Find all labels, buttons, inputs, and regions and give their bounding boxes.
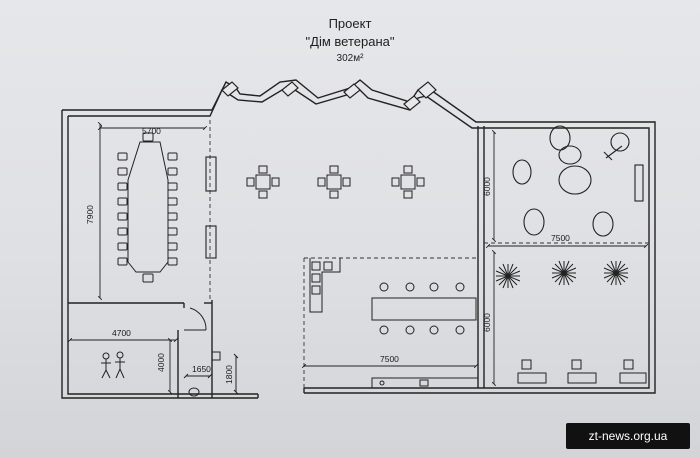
conference-table	[117, 132, 178, 283]
project-area: 302м²	[336, 53, 364, 64]
cafe-table-1	[246, 165, 280, 199]
desks	[517, 359, 647, 384]
cafe-tables	[246, 165, 425, 199]
cafe-table-3	[391, 165, 425, 199]
dim-lower-height: 4000	[156, 353, 166, 372]
dim-wc-width: 1650	[192, 364, 211, 374]
cafe-table-2	[317, 165, 351, 199]
dim-conf-width: 5700	[142, 126, 161, 136]
upper-right-room	[512, 125, 644, 237]
plant-icon	[603, 260, 629, 286]
conf-windows	[205, 156, 217, 259]
project-title: Проект	[328, 16, 372, 31]
wc-room	[183, 307, 239, 397]
watermark-logo: zt-news.org.ua	[566, 423, 690, 449]
dim-wc-height: 1800	[224, 365, 234, 384]
kitchen	[309, 258, 479, 389]
plant-icon	[495, 263, 521, 289]
people-icons	[101, 351, 125, 379]
right-window	[634, 164, 644, 202]
lower-left-dim-lines	[67, 337, 179, 395]
conf-chairs	[117, 132, 178, 283]
kitchen-counter	[371, 377, 479, 389]
project-name: "Дім ветерана"	[305, 34, 395, 49]
dim-lower-width: 4700	[112, 328, 131, 338]
dim-right-mid-width: 7500	[551, 233, 570, 243]
plant-icon	[551, 260, 577, 286]
dim-conf-height: 7900	[85, 205, 95, 224]
dashed-lines	[209, 120, 649, 388]
conf-dim-lines	[97, 121, 208, 301]
plants	[495, 260, 629, 289]
roof-bays	[221, 81, 437, 111]
armchair-icon	[603, 132, 630, 161]
partitions	[68, 126, 485, 398]
kitchen-island	[371, 297, 477, 321]
dim-kitchen-width: 7500	[380, 354, 399, 364]
dim-right-upper-height: 6000	[482, 177, 492, 196]
dim-right-lower-height: 6000	[482, 313, 492, 332]
right-dim-lines	[485, 129, 649, 387]
